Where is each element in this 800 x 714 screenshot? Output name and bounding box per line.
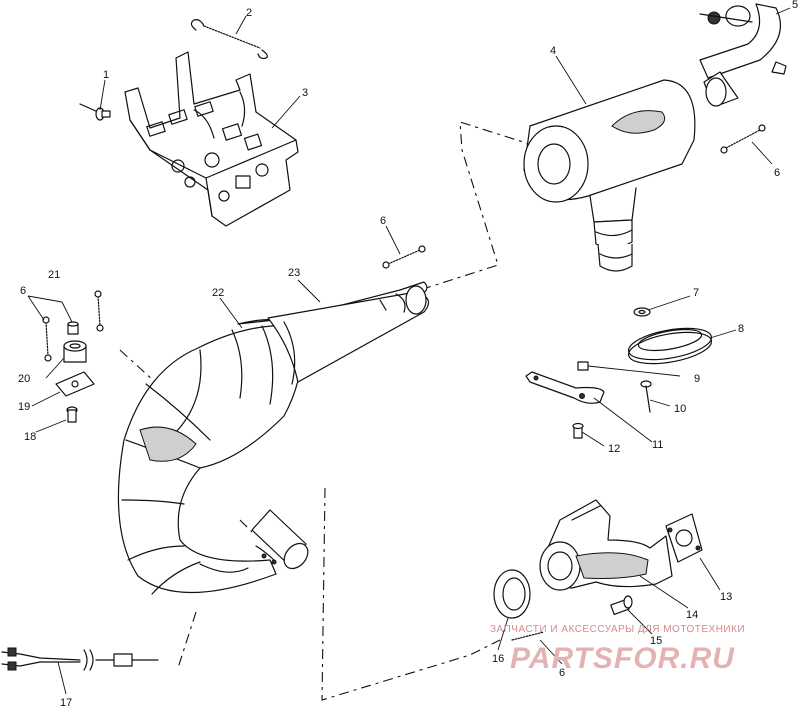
callout-19: 19	[18, 401, 30, 413]
watermark: ЗАПЧАСТИ И АКСЕССУАРЫ ДЛЯ МОТОТЕХНИКИ PA…	[490, 624, 745, 675]
callout-2: 2	[246, 7, 252, 19]
part-19-plate	[55, 371, 95, 397]
part-20-bushing	[63, 340, 87, 363]
part-6-spring-left-tall	[94, 290, 104, 332]
part-17-sensor-cable	[1, 647, 159, 671]
callout-17: 17	[60, 697, 72, 709]
callout-13: 13	[720, 591, 732, 603]
part-13-gasket	[665, 513, 703, 563]
watermark-brand: PARTSFOR.RU	[510, 642, 735, 675]
part-6-spring-bottom	[511, 631, 545, 641]
part-6-spring-center	[382, 245, 426, 269]
part-23-cone-section	[237, 281, 430, 385]
alignment-lines	[119, 121, 581, 701]
callout-1: 1	[103, 69, 109, 81]
part-14-exhaust-manifold	[539, 499, 673, 591]
part-22-expansion-chamber	[117, 324, 309, 595]
callout-14: 14	[686, 609, 698, 621]
part-6-spring-upper-right	[720, 124, 766, 154]
callout-12: 12	[608, 443, 620, 455]
callout-10: 10	[674, 403, 686, 415]
part-1-rivet	[79, 103, 111, 121]
part-11-bracket	[525, 371, 605, 404]
part-9-nut	[577, 361, 589, 371]
callout-16: 16	[492, 653, 504, 665]
part-7-washer	[633, 307, 651, 317]
callout-8: 8	[738, 323, 744, 335]
part-18-bolt	[66, 406, 78, 423]
leader-lines	[27, 7, 791, 695]
callout-20: 20	[18, 373, 30, 385]
part-4-muffler	[523, 79, 696, 272]
callout-21: 21	[48, 269, 60, 281]
callout-6-bottom: 6	[559, 667, 565, 679]
part-6-spring-left-short	[42, 316, 52, 362]
part-3-exhaust-bracket	[124, 51, 299, 227]
callout-4: 4	[550, 45, 556, 57]
callout-6-upper-right: 6	[774, 167, 780, 179]
part-2-spring	[190, 19, 268, 60]
callout-6-center: 6	[380, 215, 386, 227]
callout-15: 15	[650, 635, 662, 647]
watermark-tagline: ЗАПЧАСТИ И АКСЕССУАРЫ ДЛЯ МОТОТЕХНИКИ	[490, 624, 745, 635]
callout-18: 18	[24, 431, 36, 443]
callout-3: 3	[302, 87, 308, 99]
part-21-nut	[67, 321, 79, 335]
part-15-bolt	[610, 595, 633, 616]
callout-6-left: 6	[20, 285, 26, 297]
part-16-seal-ring	[493, 569, 531, 619]
callout-11: 11	[652, 439, 663, 451]
callout-23: 23	[288, 267, 300, 279]
part-5-tailpipe	[699, 3, 787, 107]
part-12-bolt	[572, 422, 584, 439]
callout-22: 22	[212, 287, 224, 299]
callout-7: 7	[693, 287, 699, 299]
callout-labels: 1 2 3 4 5 6 6 6 6 7 8 9 10 11 12 13 14 1…	[18, 0, 798, 709]
part-8-grommet	[627, 327, 713, 365]
part-10-rivet	[640, 380, 652, 413]
callout-9: 9	[694, 373, 700, 385]
callout-5: 5	[792, 0, 798, 11]
